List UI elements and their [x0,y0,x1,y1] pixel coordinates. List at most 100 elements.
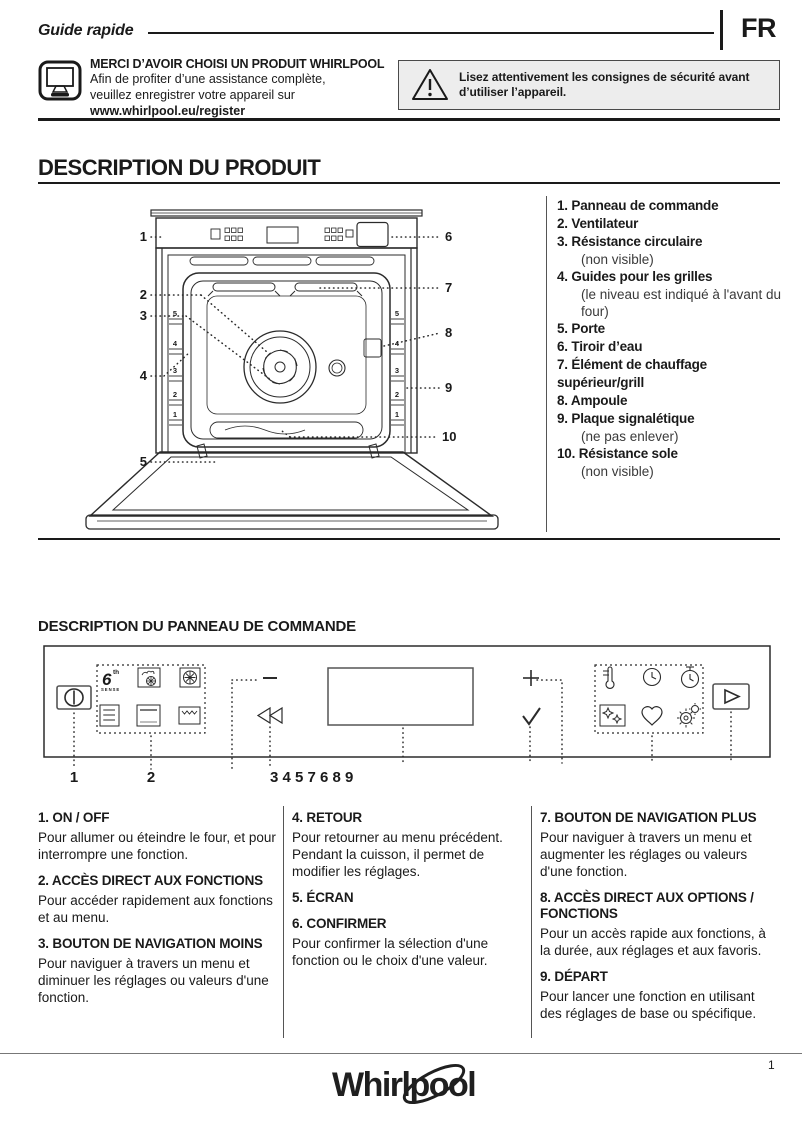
panel-label-1: 1 [70,769,78,783]
control-heading: 2. ACCÈS DIRECT AUX FONCTIONS [38,873,263,888]
control-heading: 7. BOUTON DE NAVIGATION PLUS [540,810,757,825]
callout-3: 3 [140,308,147,323]
list-item-note: (ne pas enlever) [581,429,679,444]
top-heating-element [207,282,363,297]
controls-column-1: 1. ON / OFF Pour allumer ou éteindre le … [38,800,276,1006]
monitor-icon [38,60,82,108]
svg-text:4: 4 [173,339,178,348]
product-title-underline [38,182,780,184]
panel-label-cluster: 3 4 5 7 6 8 9 [270,769,353,783]
control-body: Pour confirmer la sélection d'une foncti… [292,936,489,968]
control-heading: 5. ÉCRAN [292,890,354,905]
warning-triangle-icon [411,68,449,102]
oven-diagram: 5 4 3 2 1 5 4 3 2 1 [85,200,535,535]
safety-warning-box: Lisez attentivement les consignes de séc… [398,60,780,110]
register-line2: veuillez enregistrer votre appareil sur [90,87,295,102]
oven-lamp-icon [328,338,382,377]
svg-text:5: 5 [395,309,399,318]
control-heading: 4. RETOUR [292,810,362,825]
bottom-tray [209,421,364,439]
callout-1: 1 [140,229,147,244]
callout-5: 5 [140,454,147,469]
register-line1: Afin de profiter d’une assistance complè… [90,72,326,86]
language-badge: FR [741,13,777,43]
oven-door [85,451,499,530]
list-item-note: (non visible) [581,252,654,267]
oven-top-trim [150,209,423,217]
svg-text:SENSE: SENSE [101,687,120,692]
list-item-note: (le niveau est indiqué à l'avant du four… [581,287,781,319]
steam-fan-icon [137,667,161,688]
door-hinges [196,443,380,459]
oven-control-panel [155,217,418,249]
list-item: 8. Ampoule [557,393,628,408]
footer-rule [0,1053,802,1054]
oven-body: 5 4 3 2 1 5 4 3 2 1 [155,247,418,454]
page-title: Guide rapide [38,22,134,39]
control-body: Pour un accès rapide aux fonctions, à la… [540,926,766,958]
callout-2: 2 [140,287,147,302]
callout-10: 10 [442,429,456,444]
svg-text:3: 3 [173,366,177,375]
callout-8: 8 [445,325,452,340]
back-icon [256,706,283,725]
column-divider-2 [531,806,532,1038]
confirm-icon [522,707,541,726]
control-heading: 9. DÉPART [540,969,608,984]
power-icon [56,685,92,710]
control-body: Pour accéder rapidement aux fonctions et… [38,893,273,925]
thermometer-icon [603,666,615,689]
callout-7: 7 [445,280,452,295]
svg-text:1: 1 [395,410,399,419]
list-item: 2. Ventilateur [557,216,639,231]
product-section-title: DESCRIPTION DU PRODUIT [38,155,321,180]
svg-text:th: th [113,669,119,676]
settings-icon [677,703,701,728]
water-drawer [356,221,389,248]
list-item: 9. Plaque signalétique [557,411,695,426]
list-item: 6. Tiroir d’eau [557,339,643,354]
register-url: www.whirlpool.eu/register [90,104,246,118]
conventional-oven-icon [136,704,161,727]
column-divider-1 [283,806,284,1038]
list-item: 7. Élément de chauffage supérieur/grill [557,357,707,390]
panel-section-title: DESCRIPTION DU PANNEAU DE COMMANDE [38,618,356,635]
callout-numbers: 1 2 3 4 5 6 7 8 9 10 [140,229,457,469]
panel-leaders [73,679,732,770]
start-icon [712,683,750,710]
parts-list-divider [546,196,547,532]
control-body: Pour naviguer à travers un menu et dimin… [38,956,269,1005]
svg-text:2: 2 [395,390,399,399]
svg-text:1: 1 [173,410,177,419]
list-item-note: (non visible) [581,464,654,479]
svg-text:5: 5 [173,309,177,318]
control-heading: 1. ON / OFF [38,810,110,825]
svg-text:2: 2 [173,390,177,399]
control-body: Pour retourner au menu précédent. Pendan… [292,830,503,879]
rack-guides [169,318,404,426]
clock-icon [642,667,662,687]
options-icon-group [594,664,704,734]
timer-icon [680,666,700,689]
favorites-icon [641,706,663,726]
control-panel-diagram: 6 th SENSE [40,643,780,786]
safety-warning-text: Lisez attentivement les consignes de séc… [459,70,750,99]
list-item: 4. Guides pour les grilles [557,269,713,284]
fan-icon [179,667,201,688]
control-heading: 6. CONFIRMER [292,916,387,931]
display [327,667,474,726]
control-body: Pour allumer ou éteindre le four, et pou… [38,830,276,862]
callout-4: 4 [140,368,148,383]
control-body: Pour naviguer à travers un menu et augme… [540,830,752,879]
functions-icon-group [96,664,206,734]
whirlpool-logo: Whirlpool [330,1058,500,1112]
plus-icon [523,670,539,686]
section-rule-mid [38,538,780,540]
parts-list: 1. Panneau de commande 2. Ventilateur 3.… [557,197,781,480]
list-item: 1. Panneau de commande [557,198,719,213]
svg-text:6: 6 [102,670,112,689]
list-item: 3. Résistance circulaire [557,234,703,249]
grill-icon [178,706,201,725]
oven-display [266,226,299,244]
control-body: Pour lancer une fonction en utilisant de… [540,989,757,1021]
